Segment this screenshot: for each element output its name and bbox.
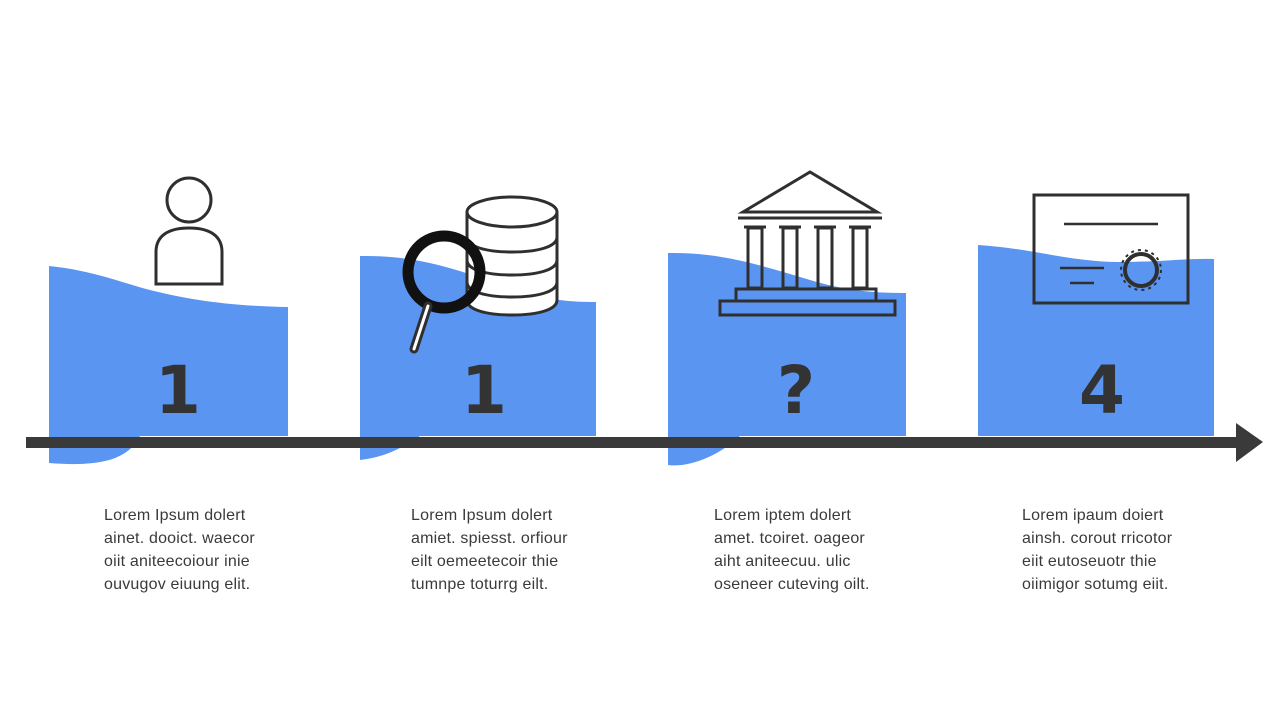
caption-line: ouvugov eiuung elit. [104,576,251,593]
caption-line: Lorem ipaum doiert [1022,507,1164,524]
caption-line: oiimigor sotumg eiit. [1022,576,1169,593]
caption-line: Lorem iptem dolert [714,507,851,524]
caption-line: amiet. spiesst. orfiour [411,530,568,547]
caption-line: eilt oemeetecoir thie [411,553,559,570]
step-4-block [978,245,1214,436]
step-4-caption: Lorem ipaum doiert ainsh. corout rricoto… [1022,504,1242,596]
bank-building-icon [718,170,897,317]
caption-line: Lorem Ipsum dolert [104,507,246,524]
step-2-number: 1 [461,352,507,429]
person-icon [154,176,224,286]
caption-line: eiit eutoseuotr thie [1022,553,1157,570]
caption-line: oiit aniteecoiour inie [104,553,250,570]
timeline-arrow-shaft [26,437,1242,448]
caption-line: aiht aniteecuu. ulic [714,553,851,570]
certificate-icon [1032,193,1190,305]
caption-line: ainet. dooict. waecor [104,530,255,547]
caption-line: tumnpe toturrg eilt. [411,576,549,593]
step-1-number: 1 [155,352,201,429]
step-1-block [49,266,288,465]
database-search-icon [402,195,559,354]
caption-line: ainsh. corout rricotor [1022,530,1173,547]
timeline-arrow-head [1236,423,1263,462]
caption-line: oseneer cuteving oilt. [714,576,870,593]
step-4-number: 4 [1079,352,1125,429]
step-1-caption: Lorem Ipsum dolert ainet. dooict. waecor… [104,504,324,596]
step-3-block [668,252,906,466]
step-3-caption: Lorem iptem dolert amet. tcoiret. oageor… [714,504,934,596]
caption-line: amet. tcoiret. oageor [714,530,865,547]
caption-line: Lorem Ipsum dolert [411,507,553,524]
step-3-number: ? [777,352,815,429]
step-2-caption: Lorem Ipsum dolert amiet. spiesst. orfio… [411,504,631,596]
